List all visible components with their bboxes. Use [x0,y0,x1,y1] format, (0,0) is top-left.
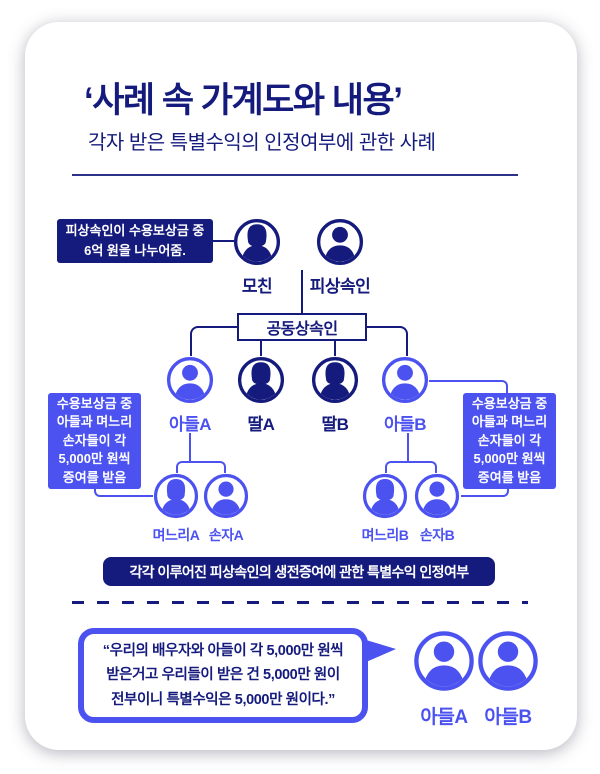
connector-line [461,488,509,497]
connector-line [334,341,336,356]
female-person-icon [362,473,408,519]
male-person-icon [166,356,214,404]
connector-line [407,433,409,461]
connector-line [260,341,262,356]
callout-line: 손자들이 각 [477,432,542,448]
person-label: 아들A [420,707,468,728]
callout-line: 손자들이 각 [62,432,127,448]
callout-line: 6억 원을 나누어줌. [84,243,186,258]
person-label: 며느리B [361,527,409,543]
female-person-icon [311,356,359,404]
callout-line: 아들과 며느리 [56,414,133,430]
person-label: 모친 [241,277,273,296]
male-person-icon [414,473,460,519]
co-heirs-box: 공동상속인 [237,313,367,341]
person-bottom-son-b: 아들B [477,630,539,728]
person-label: 아들A [168,415,212,434]
person-daughter-a: 딸A [237,356,285,434]
summary-banner: 각각 이루어진 피상속인의 생전증여에 관한 특별수익 인정여부 [103,557,495,586]
female-person-icon [153,473,199,519]
callout-line: 수용보상금 중 [56,395,133,411]
callout-line: 5,000만 원씩 [58,451,131,467]
quote-line: 전부이니 특별수익은 5,000만 원이다.” [111,691,335,708]
callout-line: 증여를 받음 [477,469,542,485]
speech-bubble: “우리의 배우자와 아들이 각 5,000만 원씩 받은거고 우리들이 받은 건… [78,628,368,723]
callout-line: 5,000만 원씩 [473,451,546,467]
female-person-icon [233,218,281,266]
quote-line: “우리의 배우자와 아들이 각 5,000만 원씩 [102,642,344,659]
person-label: 며느리A [152,527,200,543]
person-label: 아들B [484,707,532,728]
person-daughter-in-law-a: 며느리A [153,473,200,543]
connector-line [189,433,191,461]
callout-top-compensation: 피상속인이 수용보상금 중 6억 원을 나누어줌. [57,219,213,263]
header-divider [72,174,518,176]
quote-line: 받은거고 우리들이 받은 건 5,000만 원이 [106,667,340,684]
person-label: 딸B [321,415,349,434]
person-daughter-in-law-b: 며느리B [362,473,409,543]
person-label: 아들B [383,415,427,434]
connector-line [176,461,226,473]
callout-right-gift: 수용보상금 중 아들과 며느리 손자들이 각 5,000만 원씩 증여를 받음 [463,393,556,489]
callout-line: 증여를 받음 [62,469,127,485]
connector-line [367,326,408,356]
connector-line [190,326,237,356]
person-grandson-b: 손자B [414,473,460,543]
person-grandson-a: 손자A [203,473,249,543]
person-daughter-b: 딸B [311,356,359,434]
male-person-icon [413,630,475,692]
connector-line [385,461,437,473]
connector-line [429,380,508,393]
person-son-a: 아들A [166,356,214,434]
person-label: 손자A [208,527,244,543]
connector-line [213,240,234,242]
male-person-icon [203,473,249,519]
callout-line: 아들과 며느리 [471,414,548,430]
male-person-icon [381,356,429,404]
page-subtitle: 각자 받은 특별수익의 인정여부에 관한 사례 [88,132,436,154]
page-title: ‘사례 속 가계도와 내용’ [84,81,403,120]
speech-bubble-tail-icon [366,640,396,662]
connector-line [301,270,303,313]
female-person-icon [237,356,285,404]
person-mother: 모친 [233,218,281,296]
callout-left-gift: 수용보상금 중 아들과 며느리 손자들이 각 5,000만 원씩 증여를 받음 [48,393,141,489]
person-label: 손자B [419,527,455,543]
person-deceased: 피상속인 [310,218,371,296]
male-person-icon [316,218,364,266]
person-label: 피상속인 [309,277,371,296]
person-label: 딸A [247,415,275,434]
callout-line: 수용보상금 중 [471,395,548,411]
dashed-divider [72,601,528,604]
person-son-b: 아들B [381,356,429,434]
callout-line: 피상속인이 수용보상금 중 [65,222,205,238]
person-bottom-son-a: 아들A [413,630,475,728]
connector-line [94,488,153,497]
male-person-icon [477,630,539,692]
